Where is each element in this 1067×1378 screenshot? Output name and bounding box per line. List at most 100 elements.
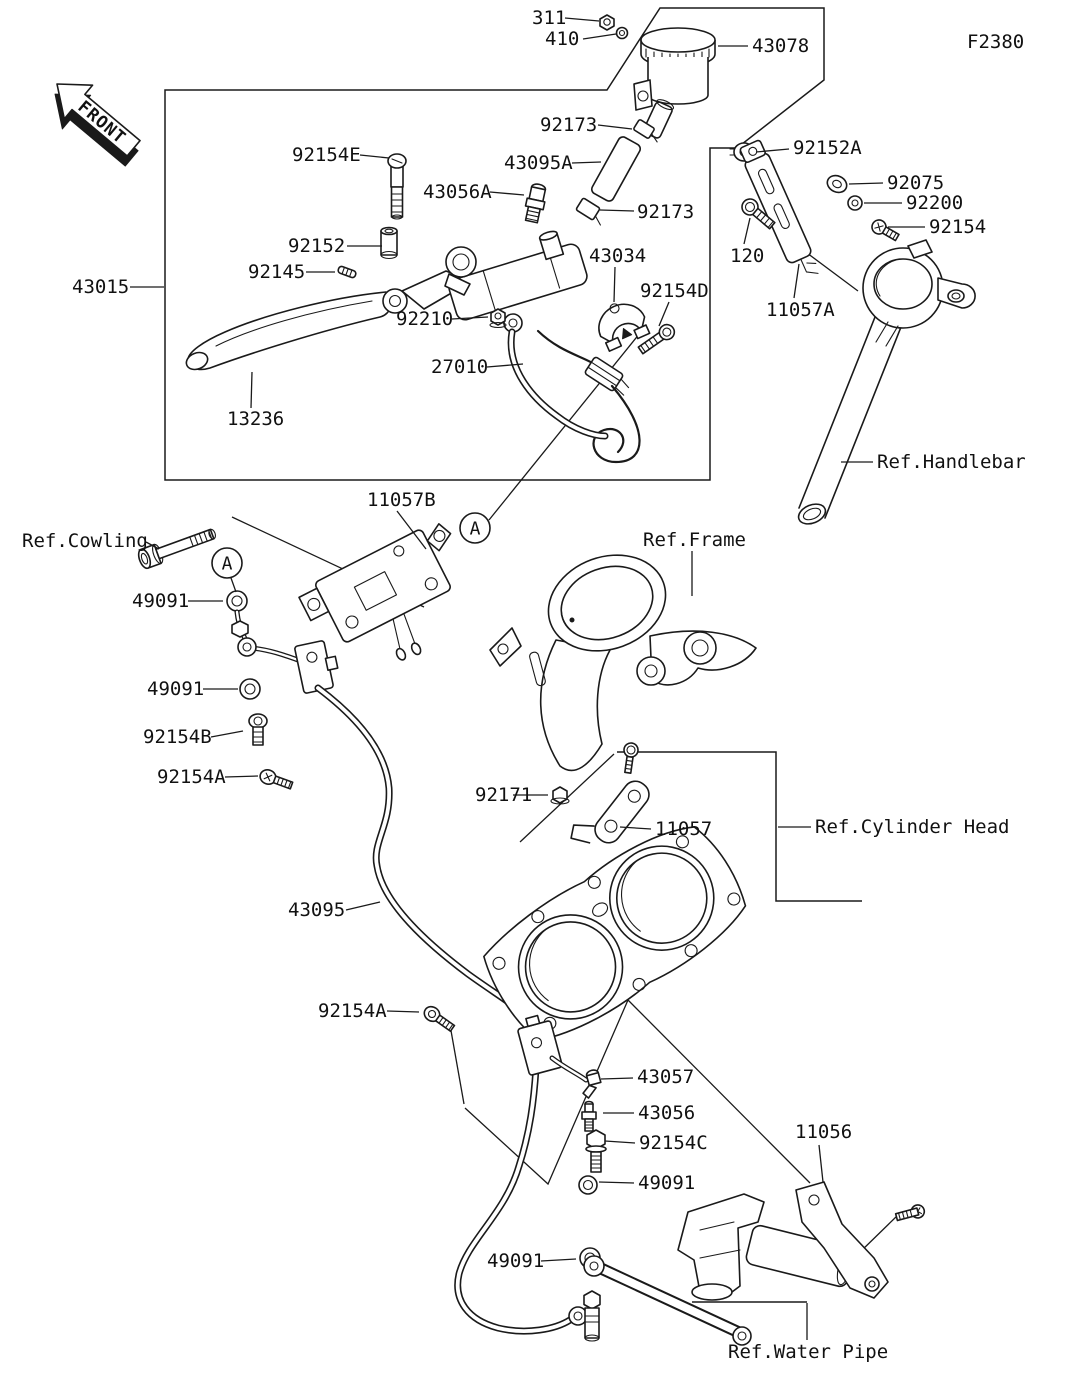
pointer-v [464, 999, 629, 1186]
leader-line-11057A [793, 263, 800, 299]
leader-line-92154A [224, 775, 259, 778]
part-label-43015: 43015 [72, 276, 129, 298]
part-label-92154C: 92154C [639, 1132, 708, 1154]
part-label-27010: 27010 [431, 356, 488, 378]
part-label-92154D: 92154D [640, 280, 709, 302]
ref-cowling-bolt [137, 528, 216, 570]
leader-line-92154C [604, 1140, 636, 1144]
part-label-49091: 49091 [132, 590, 189, 612]
leader-line-92154D [658, 301, 670, 327]
view-marker-label: A [222, 554, 233, 575]
leader-line-92173 [599, 209, 635, 212]
bracket-11057 [570, 780, 650, 844]
part-label-92154: 92154 [929, 216, 986, 238]
nut-92210 [489, 308, 507, 329]
part-label-92173: 92173 [540, 114, 597, 136]
part-label-92075: 92075 [887, 172, 944, 194]
part-label-43056A: 43056A [423, 181, 492, 203]
nut-311 [599, 14, 615, 31]
screw-92154A-1 [259, 769, 294, 790]
link-rod [583, 1255, 752, 1346]
view-a-pointer [488, 332, 641, 521]
view-marker-leader-1 [230, 577, 237, 593]
leader-line-43095 [345, 901, 381, 911]
part-label-92173: 92173 [637, 201, 694, 223]
washer-49091-3 [578, 1175, 598, 1195]
part-label-311: 311 [532, 7, 566, 29]
front-arrow-body [56, 83, 141, 157]
stay-to-clamp-line [802, 249, 859, 292]
bracket-11057B [298, 523, 452, 661]
clamp-43034 [598, 303, 651, 352]
leader-line-49091 [540, 1258, 577, 1262]
sleeve-92152 [380, 226, 398, 260]
bolt-92154 [871, 219, 900, 242]
nut-92171 [550, 786, 570, 805]
part-label-92152: 92152 [288, 235, 345, 257]
pointer-92154a [449, 1024, 465, 1105]
leader-line-92154A [386, 1010, 420, 1013]
washer-92075 [826, 174, 848, 194]
leader-line-43095A [571, 161, 602, 164]
leader-line-27010 [486, 363, 524, 368]
bolt-water-pipe [894, 1204, 926, 1222]
callout-boxes [164, 7, 862, 1303]
stay-11057A [739, 139, 819, 274]
part-label-120: 120 [730, 245, 764, 267]
washer-49091-2 [239, 678, 261, 700]
pointer-to-11056 [627, 999, 811, 1184]
part-label-Ref-Cylinder-Head: Ref.Cylinder Head [815, 816, 1009, 838]
switch-27010 [536, 329, 641, 464]
view-marker-circle [211, 547, 243, 579]
reservoir-43078 [633, 27, 716, 139]
bolt-92154C [585, 1129, 607, 1173]
part-label-49091: 49091 [487, 1250, 544, 1272]
part-label-11057: 11057 [655, 818, 712, 840]
bolt-92154D [637, 323, 676, 355]
clamp-92173-upper [633, 119, 658, 143]
part-label-43034: 43034 [589, 245, 646, 267]
part-label-92210: 92210 [396, 308, 453, 330]
view-marker-circle [459, 512, 491, 544]
leader-line-92075 [848, 182, 884, 185]
figure-code: F2380 [967, 31, 1024, 53]
handlebar [797, 239, 976, 525]
leader-line-92154E [359, 154, 390, 159]
washer-410 [615, 26, 629, 40]
clutch-pipe-43095 [314, 684, 588, 1335]
part-label-Ref-Water-Pipe: Ref.Water Pipe [728, 1341, 888, 1363]
hose-end-fitting [583, 1290, 601, 1342]
leader-line-92210 [451, 316, 489, 320]
leader-line-43056A [489, 191, 525, 196]
leader-line-92173 [597, 124, 633, 130]
bolt-92154E [387, 153, 407, 220]
bleeder-43056 [581, 1100, 597, 1132]
part-label-13236: 13236 [227, 408, 284, 430]
part-label-92171: 92171 [475, 784, 532, 806]
part-label-11056: 11056 [795, 1121, 852, 1143]
leader-line-11057B [396, 510, 427, 550]
leader-line-Ref.Cowling [145, 541, 160, 550]
cylinder-head-gasket [483, 826, 747, 1042]
part-label-43078: 43078 [752, 35, 809, 57]
bolt-92154B [248, 713, 268, 746]
fitting-43056A [524, 183, 547, 224]
view-marker-label: A [470, 519, 481, 540]
part-label-11057B: 11057B [367, 489, 436, 511]
assembly-box-43015 [164, 7, 825, 481]
part-label-Ref-Frame: Ref.Frame [643, 529, 746, 551]
washer-92200 [847, 195, 863, 211]
part-label-92154E: 92154E [292, 144, 361, 166]
front-arrow: FRONT [54, 83, 141, 167]
banjo-joint-upper [231, 609, 339, 694]
screw-92154A-2 [423, 1005, 456, 1033]
part-label-92200: 92200 [906, 192, 963, 214]
cylinder-head-box [617, 751, 862, 902]
leader-line-311 [564, 17, 600, 22]
hose-43095A [590, 136, 642, 202]
leader-line-49091 [598, 1181, 635, 1184]
leader-line-92154B [210, 730, 244, 738]
part-label-92154B: 92154B [143, 726, 212, 748]
part-label-43095: 43095 [288, 899, 345, 921]
